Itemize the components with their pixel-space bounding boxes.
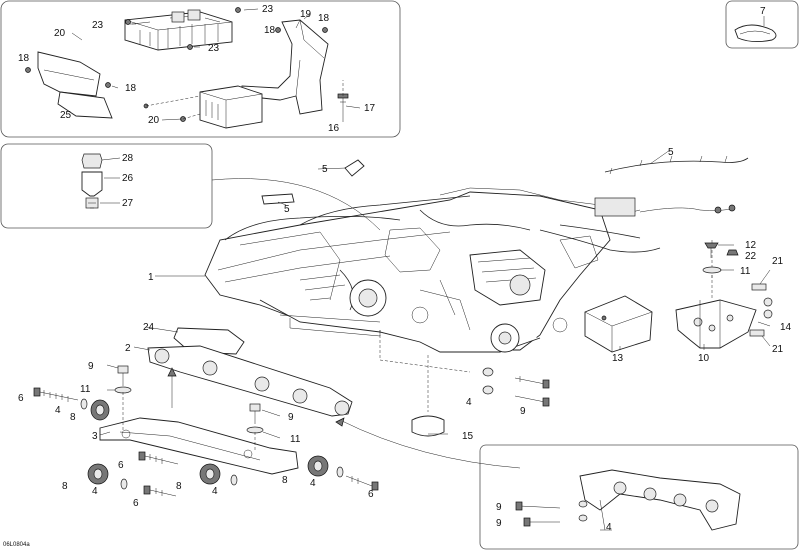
engine-mount-group [33, 327, 379, 497]
callout-28: 28 [122, 153, 134, 164]
callout-8: 8 [62, 481, 68, 492]
rear-support-group [515, 469, 741, 531]
callout-6: 6 [18, 393, 24, 404]
callout-labels: 1 2 3 4 4 4 4 4 4 5 5 5 6 6 6 6 7 8 8 8 … [3, 4, 792, 548]
connector-path-1 [211, 178, 381, 231]
callout-2: 2 [125, 343, 131, 354]
ecu-bracket-group [25, 7, 349, 129]
leader-lines [71, 8, 771, 439]
callout-21: 21 [772, 344, 784, 355]
callout-4: 4 [212, 486, 218, 497]
callout-20: 20 [148, 115, 160, 126]
drawing-code: 06L0804a [3, 542, 30, 548]
callout-23: 23 [92, 20, 104, 31]
callout-9: 9 [288, 412, 294, 423]
inset-rear-support [479, 444, 799, 550]
callout-25: 25 [60, 110, 72, 121]
callout-5: 5 [668, 147, 674, 158]
callout-5: 5 [284, 204, 290, 215]
callout-9: 9 [496, 502, 502, 513]
callout-11: 11 [290, 434, 301, 445]
callout-18: 18 [264, 25, 276, 36]
callout-26: 26 [122, 173, 134, 184]
callout-7: 7 [760, 6, 766, 17]
callout-4: 4 [55, 405, 61, 416]
callout-18: 18 [18, 53, 30, 64]
callout-23: 23 [208, 43, 220, 54]
callout-5: 5 [322, 164, 328, 175]
callout-4: 4 [606, 522, 612, 533]
callout-12: 12 [745, 240, 757, 251]
callout-8: 8 [282, 475, 288, 486]
callout-4: 4 [466, 397, 472, 408]
callout-19: 19 [300, 9, 312, 20]
rear-mount-hardware [411, 355, 550, 437]
right-bracket-group [584, 240, 773, 353]
callout-6: 6 [118, 460, 124, 471]
inset-clamp [725, 0, 799, 49]
mount-hardware-group [81, 153, 103, 209]
callout-8: 8 [176, 481, 182, 492]
callout-4: 4 [310, 478, 316, 489]
inset-mount-hardware [0, 143, 213, 229]
callout-11: 11 [740, 266, 751, 277]
callout-22: 22 [745, 251, 757, 262]
callout-14: 14 [780, 322, 792, 333]
callout-3: 3 [92, 431, 98, 442]
hose-clamp-icon [734, 24, 777, 43]
connector-path-2 [339, 419, 521, 469]
callout-17: 17 [364, 103, 376, 114]
callout-6: 6 [133, 498, 139, 509]
callout-1: 1 [148, 272, 154, 283]
inset-ecu-bracket [0, 0, 401, 138]
callout-11: 11 [80, 384, 91, 395]
callout-16: 16 [328, 123, 340, 134]
callout-13: 13 [612, 353, 624, 364]
hose-parts [261, 155, 749, 205]
callout-21: 21 [772, 256, 784, 267]
callout-4: 4 [92, 486, 98, 497]
callout-24: 24 [143, 322, 155, 333]
callout-6: 6 [368, 489, 374, 500]
callout-27: 27 [122, 198, 134, 209]
callout-9: 9 [520, 406, 526, 417]
callout-23: 23 [262, 4, 274, 15]
callout-10: 10 [698, 353, 710, 364]
callout-8: 8 [70, 412, 76, 423]
engine-block [204, 187, 736, 353]
callout-18: 18 [125, 83, 137, 94]
callout-9: 9 [88, 361, 94, 372]
callout-18: 18 [318, 13, 330, 24]
callout-20: 20 [54, 28, 66, 39]
callout-9: 9 [496, 518, 502, 529]
callout-15: 15 [462, 431, 474, 442]
